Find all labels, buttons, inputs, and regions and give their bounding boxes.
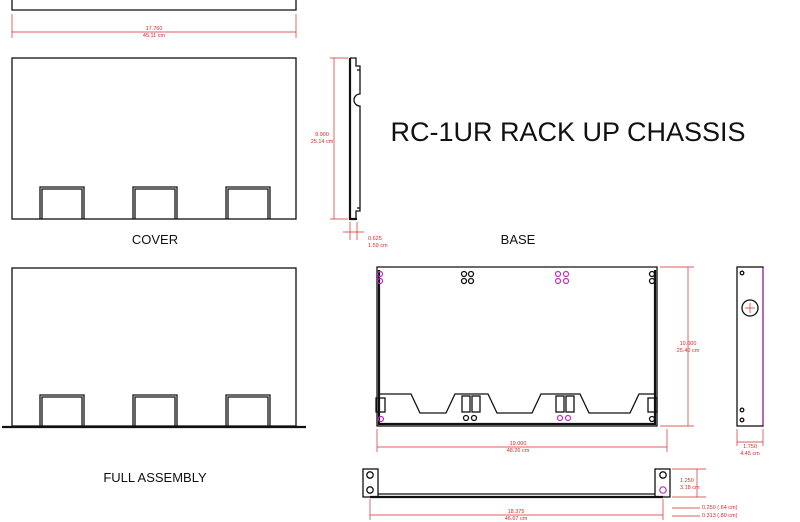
- cover-height-dimension: 9.900 25.14 cm: [311, 57, 348, 220]
- front-offset-a: 0.250 (.64 cm): [702, 505, 738, 511]
- top-width-cm: 45.11 cm: [143, 33, 166, 39]
- cover-flange-in: 0.625: [368, 236, 382, 242]
- cover-height-in: 9.900: [315, 132, 329, 138]
- base-label: BASE: [501, 232, 536, 247]
- front-width-dimension: 18.375 46.67 cm: [369, 499, 664, 522]
- cover-side-view: [348, 57, 361, 221]
- top-width-dimension: 17.760 45.11 cm: [11, 14, 297, 39]
- cover-label: COVER: [132, 232, 178, 247]
- cover-flange-dimension: 0.625 1.59 cm: [343, 222, 388, 249]
- side-view: [736, 266, 764, 427]
- side-width-in: 1.750: [743, 444, 757, 450]
- base-height-dimension: 10.000 25.40 cm: [660, 266, 700, 427]
- base-width-dimension: 19.000 48.26 cm: [376, 429, 668, 454]
- front-width-in: 18.375: [508, 509, 525, 515]
- base-width-in: 19.000: [510, 441, 527, 447]
- front-offset-dimension: 0.250 (.64 cm) 0.313 (.80 cm): [672, 505, 738, 519]
- cover-height-cm: 25.14 cm: [311, 139, 334, 145]
- front-view: [362, 468, 671, 499]
- front-height-dimension: 1.250 3.18 cm: [672, 468, 706, 498]
- cover-flange-cm: 1.59 cm: [368, 243, 388, 249]
- base-height-cm: 25.40 cm: [677, 348, 700, 354]
- front-height-in: 1.250: [680, 478, 694, 484]
- top-view: [11, 0, 297, 11]
- full-assembly-view: [2, 267, 306, 429]
- base-height-in: 10.000: [680, 341, 697, 347]
- cover-view: [11, 57, 297, 220]
- top-width-in: 17.760: [146, 26, 163, 32]
- side-width-dimension: 1.750 4.45 cm: [736, 429, 764, 457]
- base-width-cm: 48.26 cm: [507, 448, 530, 454]
- front-height-cm: 3.18 cm: [680, 485, 700, 491]
- front-offset-b: 0.313 (.80 cm): [702, 513, 738, 519]
- side-width-cm: 4.45 cm: [740, 451, 760, 457]
- front-width-cm: 46.67 cm: [505, 516, 528, 522]
- full-assembly-label: FULL ASSEMBLY: [103, 470, 207, 485]
- drawing-title: RC-1UR RACK UP CHASSIS: [390, 117, 745, 147]
- base-view: [375, 266, 658, 427]
